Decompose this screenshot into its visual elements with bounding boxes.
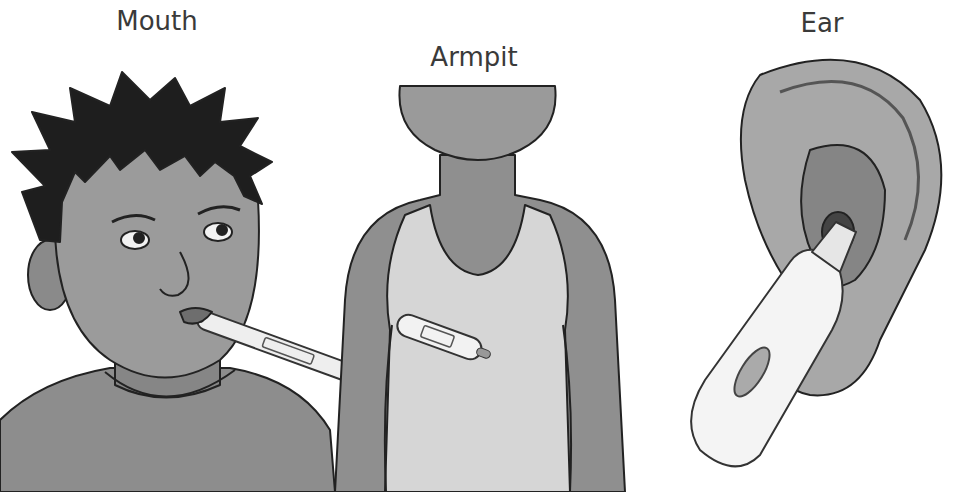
arm-line bbox=[385, 325, 392, 492]
torso-figure bbox=[335, 86, 625, 492]
thermometer-probe bbox=[812, 222, 856, 272]
thermometer-tip bbox=[476, 347, 492, 359]
ear-thermometer bbox=[691, 250, 843, 467]
ear-figure bbox=[691, 60, 941, 467]
armpit-thermometer bbox=[394, 312, 494, 366]
part-label: Ear bbox=[800, 8, 843, 38]
tank-top bbox=[385, 205, 570, 492]
eyebrow bbox=[112, 215, 155, 222]
torso bbox=[335, 155, 625, 492]
pupil bbox=[134, 233, 144, 243]
boy-figure bbox=[0, 72, 361, 492]
head bbox=[399, 86, 555, 160]
thermometer-body bbox=[394, 312, 484, 363]
hair bbox=[12, 72, 272, 242]
part-label: Armpit bbox=[430, 42, 517, 72]
eye bbox=[121, 231, 149, 249]
eye bbox=[204, 223, 232, 241]
nose bbox=[160, 252, 189, 296]
thermometer-display bbox=[262, 337, 314, 364]
thermometer-display bbox=[728, 342, 776, 401]
lips bbox=[180, 308, 212, 324]
pupil bbox=[217, 225, 227, 235]
eyebrow bbox=[198, 207, 240, 214]
thermometer-display bbox=[420, 325, 454, 347]
oral-thermometer bbox=[184, 305, 361, 384]
part-label: Mouth bbox=[116, 6, 198, 36]
arm-line bbox=[563, 325, 571, 492]
thermometer-body bbox=[195, 310, 361, 385]
